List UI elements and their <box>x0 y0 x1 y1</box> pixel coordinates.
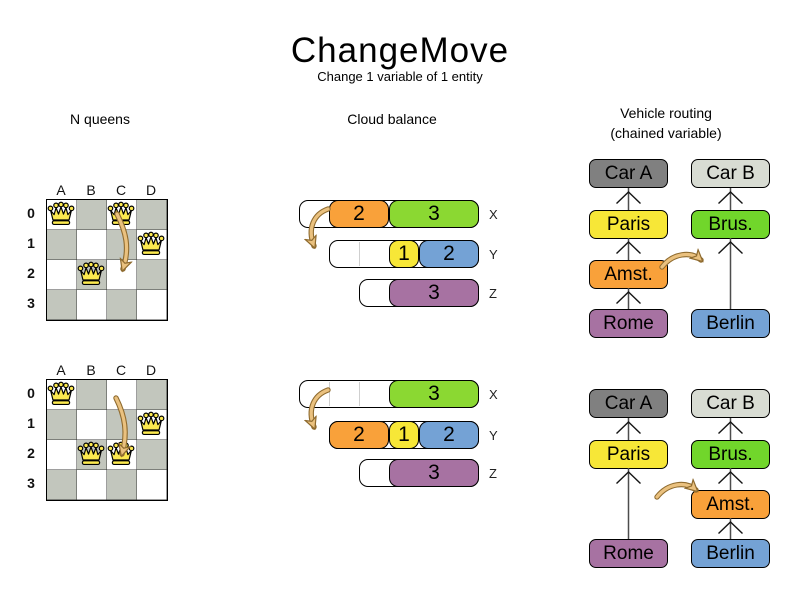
queen-crown <box>77 261 105 287</box>
row-header-2: 2 <box>27 265 35 281</box>
row-header-0: 0 <box>27 205 35 221</box>
queen-icon <box>77 441 105 467</box>
nqueens-heading: N queens <box>70 111 130 127</box>
queen-crown <box>137 411 165 437</box>
column-header-a: A <box>56 182 66 198</box>
column-header-b: B <box>86 182 96 198</box>
process-block: 3 <box>389 279 479 307</box>
process-block: 3 <box>389 200 479 228</box>
computer-label-z: Z <box>489 286 497 301</box>
vehicle-chain-connectors-before <box>616 188 743 309</box>
column-header-d: D <box>145 362 157 378</box>
cloud-heading: Cloud balance <box>347 111 437 127</box>
process-block: 3 <box>389 380 479 408</box>
row-header-0: 0 <box>27 385 35 401</box>
stop-box-carb: Car B <box>691 389 770 418</box>
slot-divider <box>329 382 330 406</box>
process-block: 1 <box>389 421 419 449</box>
queen-crown <box>77 441 105 467</box>
computer-label-z: Z <box>489 466 497 481</box>
column-header-c: C <box>115 362 127 378</box>
process-block: 2 <box>329 421 389 449</box>
process-block: 2 <box>419 240 479 268</box>
queen-crown <box>47 201 75 227</box>
row-header-3: 3 <box>27 295 35 311</box>
process-block: 3 <box>389 459 479 487</box>
column-header-d: D <box>145 182 157 198</box>
queen-crown <box>47 381 75 407</box>
stop-box-amst: Amst. <box>589 260 668 289</box>
computer-label-x: X <box>489 207 498 222</box>
queen-icon <box>77 261 105 287</box>
queen-icon <box>47 381 75 407</box>
row-header-1: 1 <box>27 415 35 431</box>
vehicle-chain-connectors-after <box>616 418 743 539</box>
column-header-c: C <box>115 182 127 198</box>
slot-divider <box>359 382 360 406</box>
stop-box-berlin: Berlin <box>691 539 770 568</box>
page-title: ChangeMove <box>290 31 510 70</box>
queen-icon <box>107 201 135 227</box>
vehicle-heading-line2: (chained variable) <box>610 125 722 141</box>
stop-box-amst: Amst. <box>691 490 770 519</box>
queen-crown <box>107 201 135 227</box>
stop-box-cara: Car A <box>589 159 668 188</box>
computer-label-y: Y <box>489 247 498 262</box>
queen-icon <box>137 411 165 437</box>
stop-box-berlin: Berlin <box>691 309 770 338</box>
process-block: 2 <box>419 421 479 449</box>
queen-icon <box>107 441 135 467</box>
stop-box-brus: Brus. <box>691 440 770 469</box>
computer-label-x: X <box>489 387 498 402</box>
queen-crown <box>137 231 165 257</box>
computer-label-y: Y <box>489 428 498 443</box>
page-subtitle: Change 1 variable of 1 entity <box>317 69 483 84</box>
vehicle-heading-line1: Vehicle routing <box>620 105 712 121</box>
slot-divider <box>359 242 360 266</box>
row-header-3: 3 <box>27 475 35 491</box>
stop-box-paris: Paris <box>589 440 668 469</box>
row-header-2: 2 <box>27 445 35 461</box>
stop-box-carb: Car B <box>691 159 770 188</box>
process-block: 1 <box>389 240 419 268</box>
column-header-a: A <box>56 362 66 378</box>
column-header-b: B <box>86 362 96 378</box>
stop-box-paris: Paris <box>589 210 668 239</box>
stop-box-brus: Brus. <box>691 210 770 239</box>
stop-box-rome: Rome <box>589 539 668 568</box>
queen-crown <box>107 441 135 467</box>
vehicle-heading: Vehicle routing (chained variable) <box>566 103 766 143</box>
stop-box-rome: Rome <box>589 309 668 338</box>
process-block: 2 <box>329 200 389 228</box>
row-header-1: 1 <box>27 235 35 251</box>
queen-icon <box>137 231 165 257</box>
queen-icon <box>47 201 75 227</box>
stop-box-cara: Car A <box>589 389 668 418</box>
